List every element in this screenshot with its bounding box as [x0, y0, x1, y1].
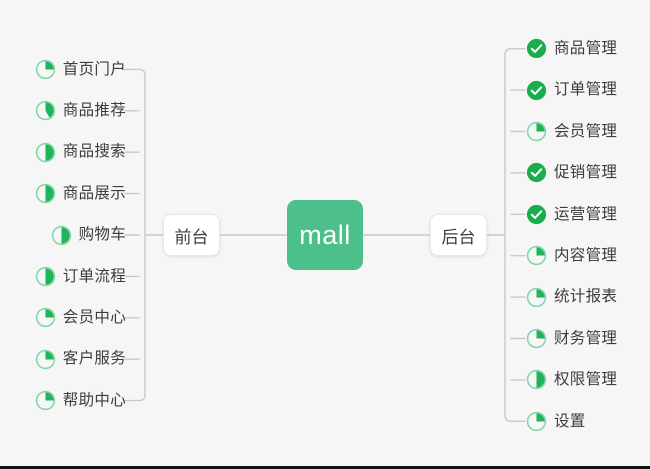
leaf-label: 设置 — [554, 412, 586, 430]
leaf-item-frontend-1[interactable]: 商品推荐 — [35, 98, 126, 124]
leaf-item-backend-7[interactable]: 财务管理 — [526, 326, 617, 352]
pie-progress-icon — [35, 390, 55, 411]
leaf-label: 商品搜索 — [62, 143, 126, 161]
pie-progress-icon — [35, 59, 55, 80]
leaf-item-frontend-6[interactable]: 会员中心 — [35, 305, 126, 331]
pie-progress-icon — [526, 328, 547, 349]
leaf-label: 帮助中心 — [62, 391, 126, 409]
pie-progress-icon — [35, 183, 55, 204]
leaf-item-frontend-4[interactable]: 购物车 — [51, 222, 126, 248]
check-circle-icon — [526, 39, 547, 59]
leaf-item-backend-3[interactable]: 促销管理 — [526, 160, 617, 186]
leaf-label: 订单流程 — [62, 267, 126, 285]
leaf-item-frontend-8[interactable]: 帮助中心 — [35, 388, 126, 414]
leaf-item-backend-2[interactable]: 会员管理 — [526, 119, 617, 145]
leaf-item-frontend-3[interactable]: 商品展示 — [35, 181, 126, 207]
leaf-label: 会员管理 — [554, 122, 618, 140]
leaf-label: 运营管理 — [554, 205, 618, 223]
pie-progress-icon — [35, 101, 55, 121]
leaf-item-backend-5[interactable]: 内容管理 — [526, 243, 617, 269]
leaf-item-backend-1[interactable]: 订单管理 — [526, 77, 617, 103]
pie-progress-icon — [526, 287, 547, 307]
pie-progress-icon — [35, 266, 55, 287]
root-node[interactable]: mall — [287, 200, 363, 270]
leaf-label: 订单管理 — [554, 81, 618, 99]
branch-node-label: 前台 — [174, 227, 209, 247]
check-circle-icon — [526, 80, 547, 100]
leaf-label: 商品推荐 — [62, 102, 126, 120]
leaf-label: 统计报表 — [554, 288, 618, 306]
branch-node-frontend[interactable]: 前台 — [163, 214, 220, 256]
leaf-label: 内容管理 — [554, 246, 618, 264]
leaf-label: 商品管理 — [554, 39, 618, 57]
pie-progress-icon — [35, 349, 55, 369]
leaf-item-backend-4[interactable]: 运营管理 — [526, 201, 617, 227]
leaf-item-frontend-2[interactable]: 商品搜索 — [35, 139, 126, 165]
pie-progress-icon — [526, 411, 547, 431]
branch-node-label: 后台 — [441, 227, 476, 247]
leaf-label: 财务管理 — [554, 329, 618, 347]
leaf-label: 首页门户 — [62, 60, 126, 78]
leaf-label: 会员中心 — [62, 309, 126, 327]
leaf-label: 促销管理 — [554, 164, 618, 182]
leaf-label: 客户服务 — [62, 350, 126, 368]
pie-progress-icon — [526, 370, 547, 390]
leaf-item-backend-9[interactable]: 设置 — [526, 408, 586, 434]
connector-spine-backend — [504, 48, 526, 422]
pie-progress-icon — [526, 121, 547, 142]
connector-spine-frontend — [124, 68, 146, 402]
check-circle-icon — [526, 163, 547, 183]
leaf-item-backend-8[interactable]: 权限管理 — [526, 367, 617, 393]
root-node-label: mall — [299, 219, 351, 250]
pie-progress-icon — [35, 142, 55, 162]
branch-node-backend[interactable]: 后台 — [430, 214, 487, 256]
pie-progress-icon — [35, 308, 55, 328]
leaf-item-frontend-0[interactable]: 首页门户 — [35, 56, 126, 82]
leaf-item-backend-0[interactable]: 商品管理 — [526, 36, 617, 62]
pie-progress-icon — [526, 246, 547, 266]
leaf-item-frontend-7[interactable]: 客户服务 — [35, 346, 126, 372]
leaf-label: 购物车 — [78, 226, 126, 244]
leaf-item-backend-6[interactable]: 统计报表 — [526, 284, 617, 310]
check-circle-icon — [526, 204, 547, 224]
leaf-label: 权限管理 — [554, 371, 618, 389]
pie-progress-icon — [51, 225, 71, 245]
leaf-label: 商品展示 — [62, 184, 126, 202]
leaf-item-frontend-5[interactable]: 订单流程 — [35, 263, 126, 289]
